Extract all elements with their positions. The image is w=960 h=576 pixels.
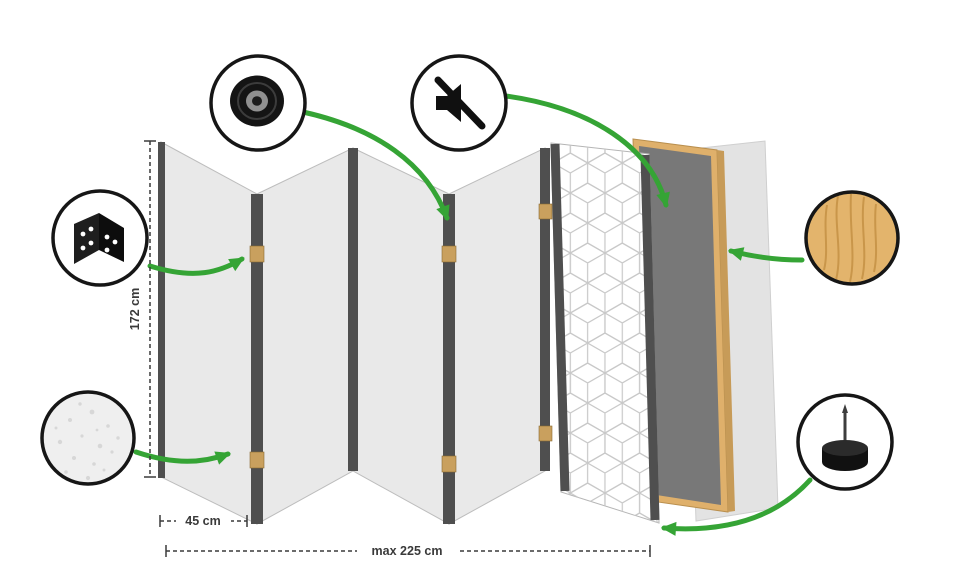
arrow-tape bbox=[300, 109, 450, 221]
panel-3 bbox=[352, 147, 450, 525]
dimension-max-width: max 225 cm bbox=[165, 543, 651, 558]
fleece-callout bbox=[40, 390, 136, 486]
felt-pad-icon bbox=[822, 404, 868, 471]
dimension-panel-width: 45 cm bbox=[159, 513, 248, 528]
hinge-hardware bbox=[441, 455, 457, 473]
folding-panels bbox=[158, 141, 553, 525]
height-label: 172 cm bbox=[128, 288, 142, 330]
patterned-panel bbox=[550, 142, 660, 524]
fleece-speckle bbox=[54, 402, 120, 481]
arrow-fleece bbox=[133, 449, 231, 465]
hinge-hardware bbox=[249, 245, 265, 263]
arrow-hinge bbox=[147, 256, 245, 276]
mute-callout bbox=[410, 54, 508, 152]
arrow-wood bbox=[728, 247, 805, 263]
arrow-mute bbox=[503, 93, 670, 208]
hinge-hardware bbox=[538, 425, 553, 442]
wood-callout bbox=[804, 190, 900, 286]
panel-2 bbox=[256, 147, 354, 525]
max-width-label: max 225 cm bbox=[372, 544, 443, 558]
panel-width-label: 45 cm bbox=[185, 514, 220, 528]
fold-edge-2 bbox=[348, 148, 358, 471]
arrow-felt bbox=[661, 477, 813, 536]
tape-callout bbox=[209, 54, 307, 152]
fold-edge-4 bbox=[540, 148, 550, 471]
hinge-callout bbox=[51, 189, 149, 287]
hinge-hardware bbox=[538, 203, 553, 220]
dimension-height: 172 cm bbox=[128, 140, 156, 478]
fleece-texture-icon bbox=[40, 390, 136, 486]
panel-edge-left bbox=[158, 142, 165, 478]
hinge-icon bbox=[74, 213, 124, 264]
tape-roll-icon bbox=[230, 75, 284, 127]
panel-1 bbox=[160, 141, 258, 525]
arrows bbox=[133, 93, 813, 536]
hinge-hardware bbox=[441, 245, 457, 263]
wood-grain bbox=[823, 194, 878, 282]
hinge-hardware bbox=[249, 451, 265, 469]
fold-edge-3 bbox=[443, 194, 455, 524]
panel-4 bbox=[448, 147, 546, 525]
felt-pad-callout bbox=[796, 393, 894, 491]
sound-dampening-icon bbox=[434, 76, 486, 130]
fold-edge-1 bbox=[251, 194, 263, 524]
